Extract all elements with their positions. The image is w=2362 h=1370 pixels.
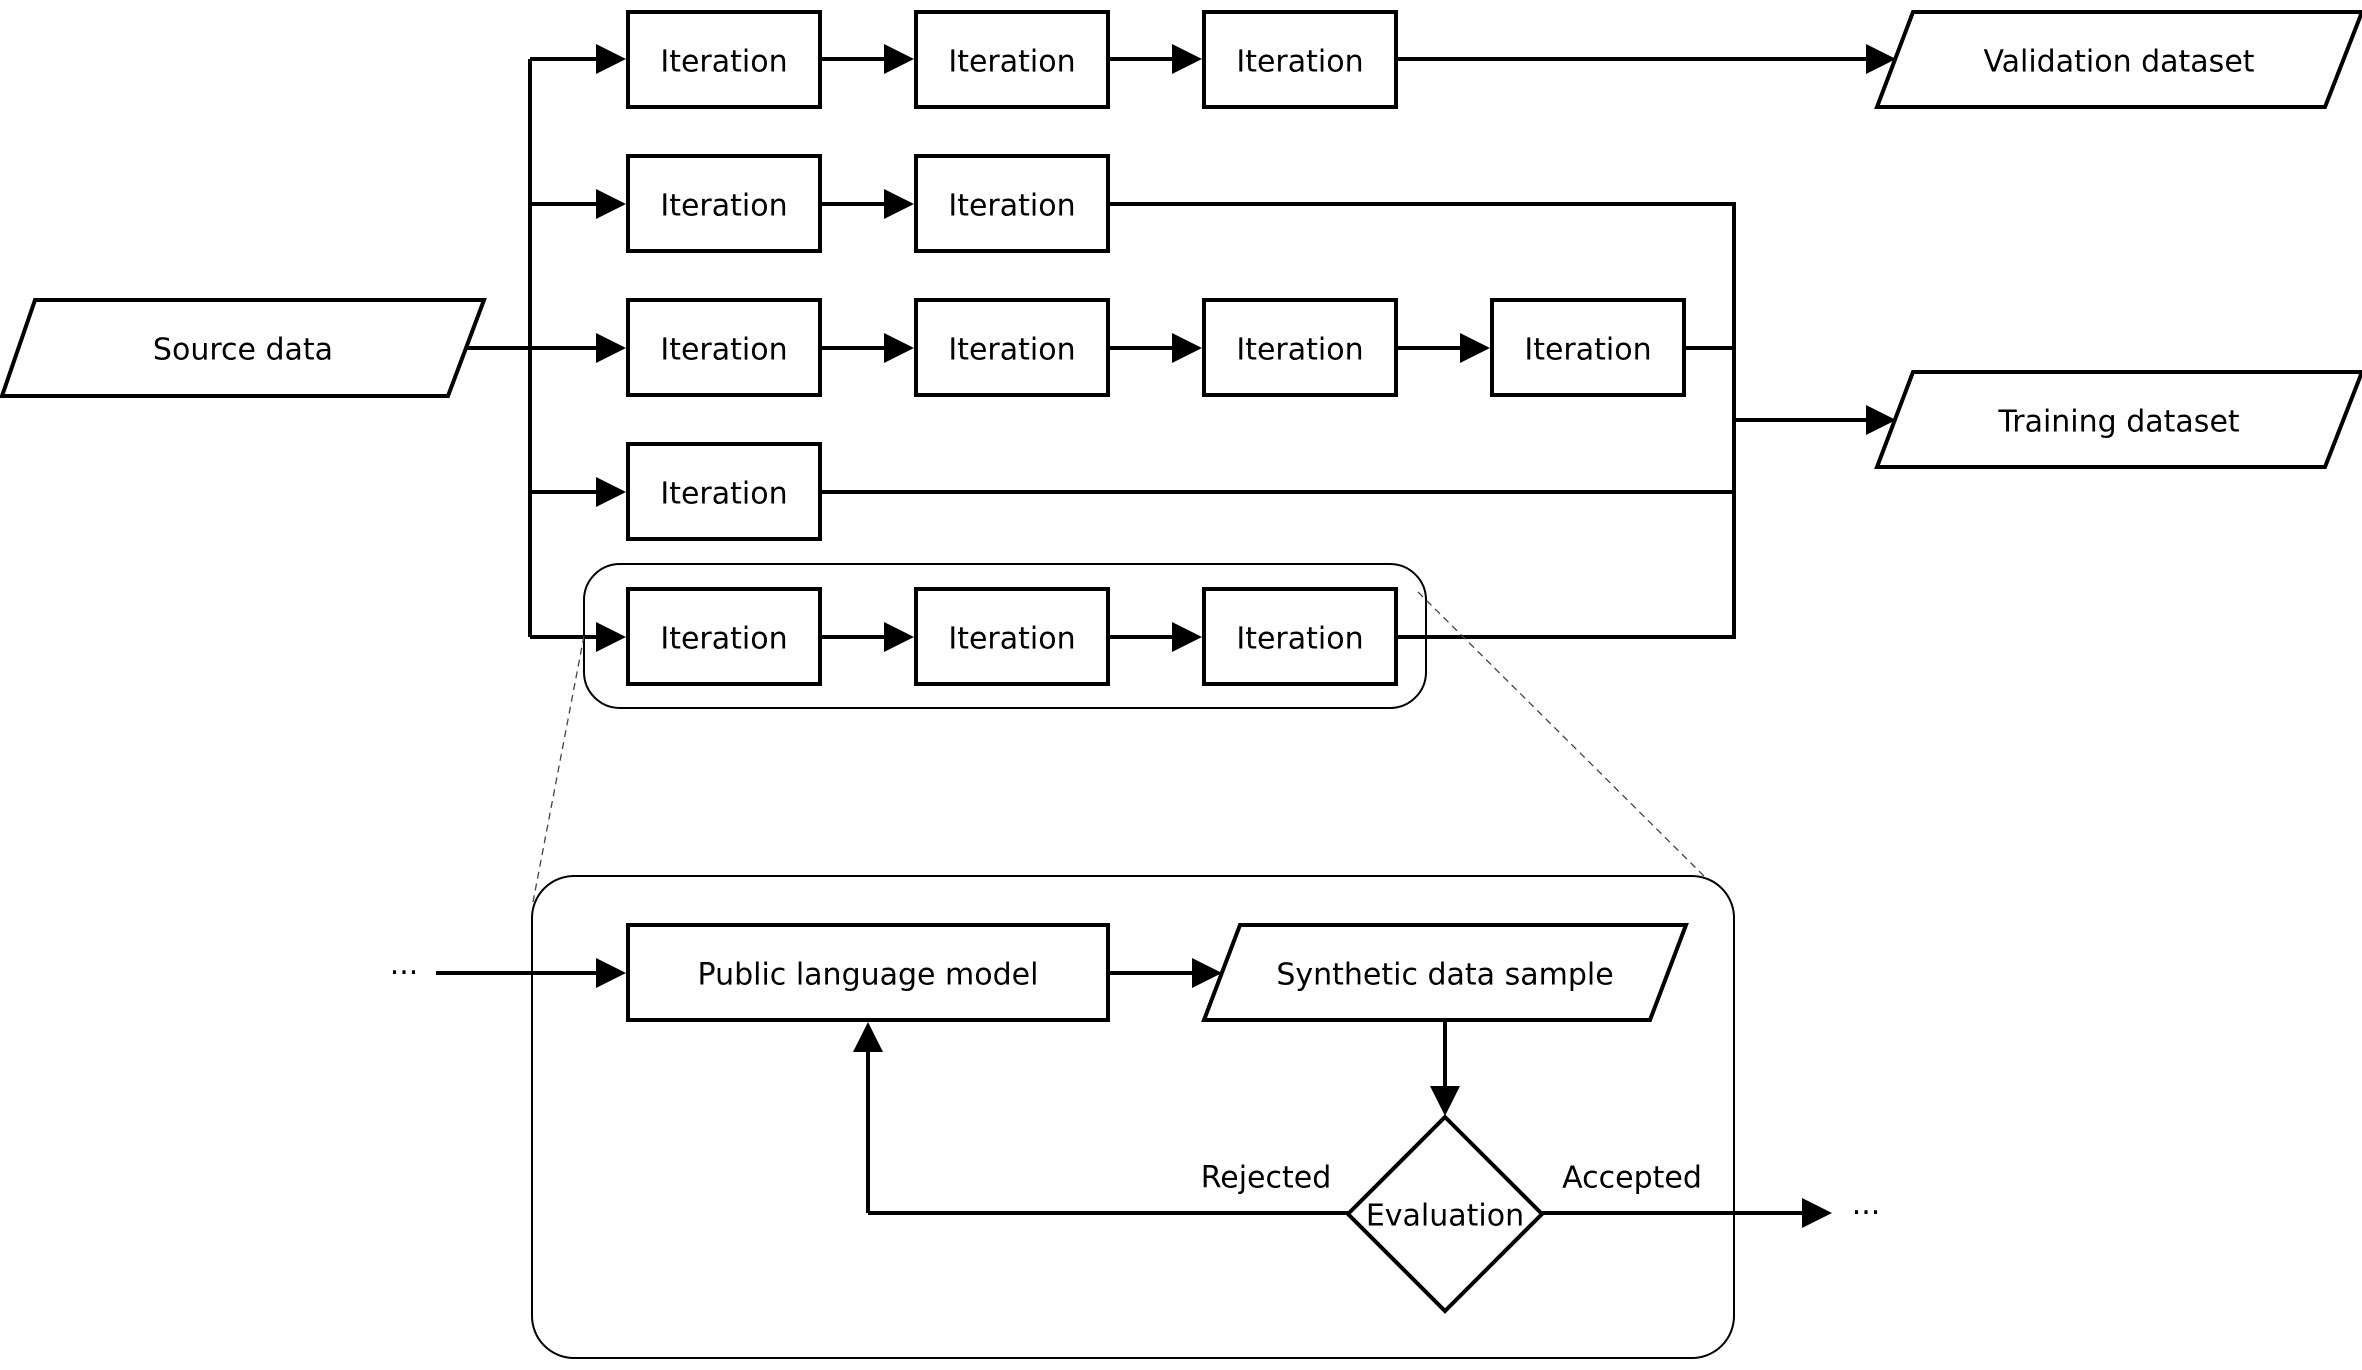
iteration-label: Iteration [948, 189, 1075, 224]
zoom-guide-right [1417, 591, 1709, 881]
iteration-label: Iteration [1236, 45, 1363, 80]
iteration-label: Iteration [1236, 333, 1363, 368]
iteration-box [626, 587, 822, 686]
training-dataset-label: Training dataset [1997, 405, 2240, 440]
validation-dataset-label: Validation dataset [1983, 45, 2254, 80]
iteration-label: Iteration [660, 477, 787, 512]
zoom-guide-left [532, 635, 585, 903]
iteration-box [1202, 10, 1398, 109]
iteration-box [914, 298, 1110, 397]
iteration-box [626, 154, 822, 253]
evaluation-decision-node: Evaluation [1345, 1114, 1545, 1314]
detail-frame [531, 875, 1735, 1359]
accepted-output: Accepted ··· [1542, 1161, 1880, 1231]
public-language-model-label: Public language model [698, 958, 1039, 993]
validation-dataset-node: Validation dataset [1874, 10, 2362, 109]
iteration-label: Iteration [660, 45, 787, 80]
iteration-label: Iteration [660, 333, 787, 368]
accepted-label: Accepted [1562, 1161, 1702, 1196]
iteration-row-2: Iteration Iteration [626, 154, 1734, 253]
iteration-row-5: Iteration Iteration Iteration [626, 587, 1734, 686]
iteration-label: Iteration [1236, 622, 1363, 657]
source-data-node: Source data [0, 298, 487, 398]
iteration-row-3: Iteration Iteration Iteration Iteration [626, 298, 1734, 397]
iteration-label: Iteration [948, 333, 1075, 368]
iteration-box [1490, 298, 1686, 397]
synthetic-data-sample-node: Synthetic data sample [1201, 923, 1689, 1022]
iteration-box [1202, 298, 1398, 397]
iteration-box [914, 10, 1110, 109]
iteration-label: Iteration [660, 189, 787, 224]
rejected-loop: Rejected [853, 1022, 1348, 1215]
source-trunk-connectors [467, 44, 626, 652]
iteration-label: Iteration [948, 45, 1075, 80]
iteration-label: Iteration [948, 622, 1075, 657]
iteration-label: Iteration [660, 622, 787, 657]
ellipsis-out: ··· [1852, 1196, 1881, 1231]
iteration-box [626, 442, 822, 541]
rejected-label: Rejected [1201, 1161, 1332, 1196]
iteration-row-1: Iteration Iteration Iteration [626, 10, 1896, 109]
training-merge-connectors [1732, 202, 1896, 639]
iteration-box [626, 298, 822, 397]
iteration-detail-panel: ··· Public language model Synthetic data… [390, 875, 1880, 1359]
public-language-model-node: Public language model [626, 923, 1110, 1022]
synthetic-data-sample-label: Synthetic data sample [1276, 958, 1613, 993]
iteration-box [914, 587, 1110, 686]
evaluation-label: Evaluation [1366, 1199, 1524, 1234]
iteration-label: Iteration [1524, 333, 1651, 368]
iteration-row-4: Iteration [626, 442, 1734, 541]
ellipsis-in: ··· [390, 956, 419, 991]
training-dataset-node: Training dataset [1874, 370, 2362, 469]
source-data-label: Source data [153, 333, 333, 368]
iteration-box [626, 10, 822, 109]
